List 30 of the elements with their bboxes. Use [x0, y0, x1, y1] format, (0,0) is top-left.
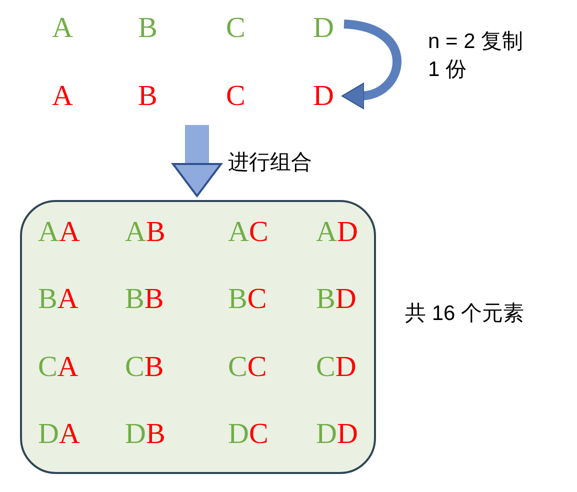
letter-pair: BD: [316, 283, 356, 315]
letter-pair: DC: [228, 418, 268, 450]
block-arrow: [172, 125, 222, 197]
result-box: [20, 200, 376, 474]
letter: D: [313, 12, 334, 44]
letter-pair: CD: [316, 351, 356, 383]
letter: A: [52, 80, 73, 112]
letter-pair: AA: [38, 216, 80, 248]
letter-pair: AC: [228, 216, 268, 248]
edge-label: n = 2 复制 1 份: [428, 29, 524, 83]
letter-pair: DA: [38, 418, 80, 450]
letter-pair: CB: [125, 351, 164, 383]
letter: C: [226, 12, 246, 44]
letter-pair: DD: [316, 418, 358, 450]
edge-label: 进行组合: [228, 150, 313, 176]
letter: B: [138, 12, 158, 44]
curved-arrow: [342, 20, 402, 109]
letter-pair: BC: [228, 283, 267, 315]
letter: C: [226, 80, 246, 112]
letter-pair: CC: [228, 351, 267, 383]
letter-pair: DB: [125, 418, 166, 450]
letter-pair: AB: [125, 216, 166, 248]
letter: A: [52, 12, 73, 44]
letter-pair: AD: [316, 216, 358, 248]
letter-pair: BA: [38, 283, 78, 315]
letter-pair: BB: [125, 283, 164, 315]
letter-pair: CA: [38, 351, 78, 383]
letter: D: [313, 80, 334, 112]
count-note: 共 16 个元素: [405, 301, 524, 327]
letter: B: [138, 80, 158, 112]
